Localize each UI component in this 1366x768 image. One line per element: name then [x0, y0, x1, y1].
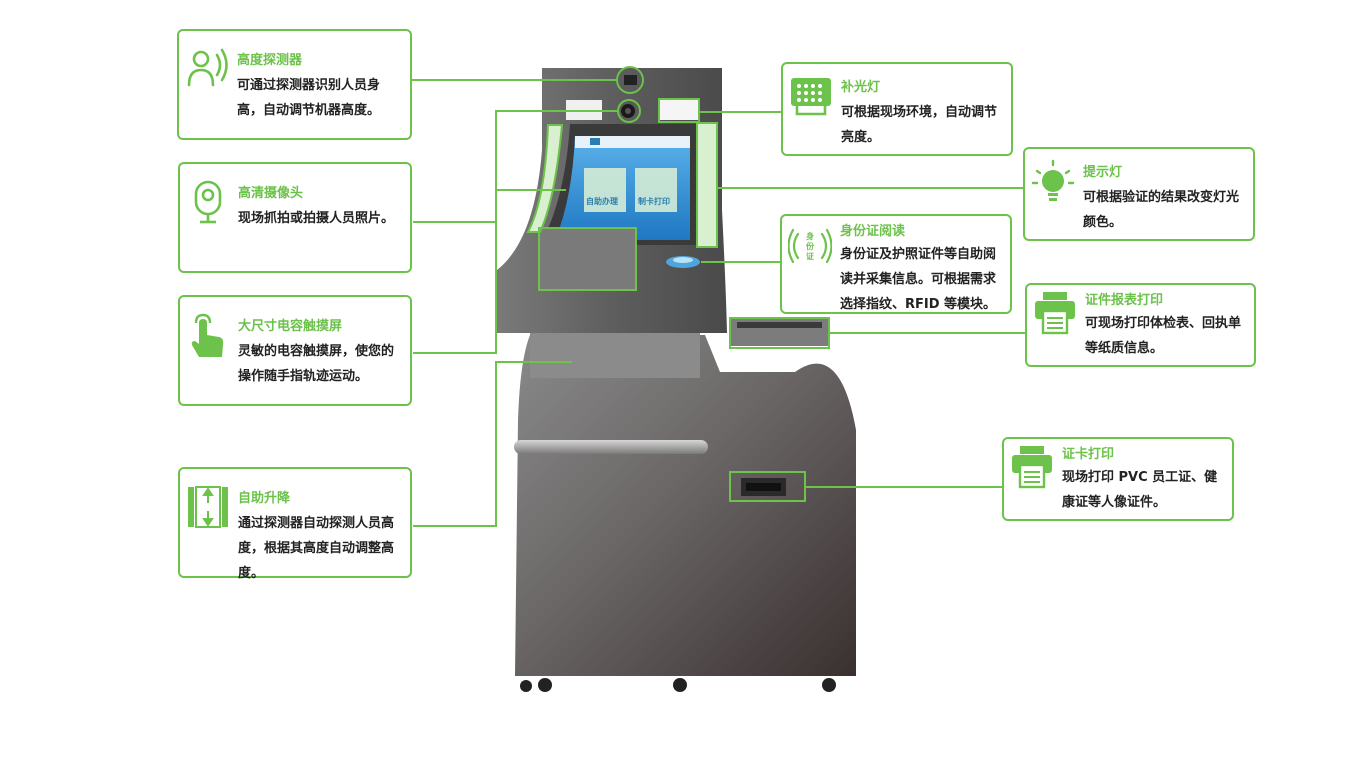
feature-card-fill-light: 补光灯 可根据现场环境，自动调节亮度。: [781, 62, 1013, 156]
feature-description: 可根据现场环境，自动调节亮度。: [841, 105, 998, 145]
feature-card-camera: 高清摄像头 现场抓拍或拍摄人员照片。: [178, 162, 412, 273]
printer-icon: [1035, 292, 1075, 335]
screen-label-self-service: 自助办理: [586, 197, 618, 206]
feature-title: 证件报表打印: [1085, 293, 1164, 308]
cabinet-base: [515, 335, 856, 676]
feature-description: 现场打印 PVC 员工证、健康证等人像证件。: [1062, 470, 1218, 510]
svg-text:身: 身: [806, 231, 814, 241]
feature-title: 证卡打印: [1062, 447, 1115, 462]
feature-description: 通过探测器自动探测人员高度，根据其高度自动调整高度。: [238, 516, 395, 581]
light-panel-icon: [791, 78, 831, 116]
feature-description: 身份证及护照证件等自助阅读并采集信息。可根据需求选择指纹、RFID 等模块。: [840, 247, 997, 312]
bulb-icon: [1031, 159, 1075, 201]
feature-description: 灵敏的电容触摸屏，使您的操作随手指轨迹运动。: [238, 344, 395, 384]
camera-icon: [194, 180, 222, 224]
cabinet-handle: [514, 440, 708, 454]
camera-panel: [539, 229, 636, 289]
fill-light-panel: [660, 100, 698, 120]
feature-title: 身份证阅读: [840, 224, 906, 239]
screen-button-card-print: [635, 168, 677, 212]
feature-card-height-detector: 高度探测器 可通过探测器识别人员身高，自动调节机器高度。: [177, 29, 412, 140]
touch-hand-icon: [191, 313, 224, 357]
svg-text:证: 证: [806, 251, 814, 261]
feature-card-touchscreen: 大尺寸电容触摸屏 灵敏的电容触摸屏，使您的操作随手指轨迹运动。: [178, 295, 412, 406]
feature-card-id-reader: 身 份 证 身份证阅读 身份证及护照证件等自助阅读并采集信息。可根据需求选择指纹…: [780, 214, 1012, 314]
feature-card-card-printer: 证卡打印 现场打印 PVC 员工证、健康证等人像证件。: [1002, 437, 1234, 521]
card-printer-icon: [1012, 446, 1052, 489]
indicator-light-strip: [698, 124, 716, 247]
feature-description: 可根据验证的结果改变灯光颜色。: [1083, 190, 1240, 230]
lift-column: [530, 333, 700, 378]
screen-label-card-print: 制卡打印: [638, 197, 670, 206]
feature-title: 自助升降: [238, 491, 291, 506]
feature-description: 可通过探测器识别人员身高，自动调节机器高度。: [237, 78, 381, 118]
connector-lines: [411, 66, 1026, 527]
feature-card-report-printer: 证件报表打印 可现场打印体检表、回执单等纸质信息。: [1025, 283, 1256, 367]
feature-title: 补光灯: [841, 80, 881, 95]
feature-title: 提示灯: [1083, 165, 1123, 180]
feature-description: 现场抓拍或拍摄人员照片。: [238, 211, 395, 226]
person-signal-icon: [187, 48, 228, 87]
screen-button-self-service: [584, 168, 626, 212]
height-sensor: [624, 75, 637, 85]
feature-title: 高度探测器: [237, 53, 303, 68]
id-card-reader-icon: 身 份 证: [788, 228, 832, 264]
svg-text:份: 份: [806, 241, 815, 251]
feature-title: 大尺寸电容触摸屏: [238, 319, 343, 334]
feature-card-lift: 自助升降 通过探测器自动探测人员高度，根据其高度自动调整高度。: [178, 467, 412, 581]
wheels: [520, 678, 836, 692]
feature-card-indicator-light: 提示灯 可根据验证的结果改变灯光颜色。: [1023, 147, 1255, 241]
feature-title: 高清摄像头: [238, 186, 304, 201]
feature-description: 可现场打印体检表、回执单等纸质信息。: [1085, 316, 1242, 356]
fill-light-left: [528, 125, 562, 232]
lift-icon: [188, 486, 228, 528]
